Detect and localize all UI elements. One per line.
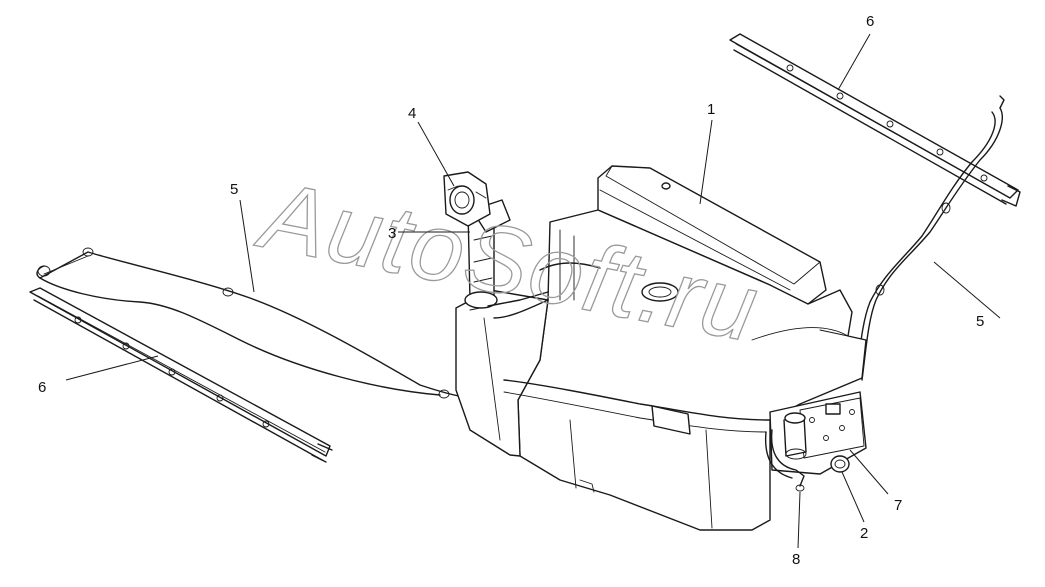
callout-4: 4 <box>408 105 416 122</box>
hose-connector <box>764 429 805 492</box>
callout-2: 2 <box>860 525 868 542</box>
left-mounting-bracket <box>29 287 333 463</box>
callout-6-left: 6 <box>38 379 46 396</box>
fuel-tank <box>455 165 867 531</box>
callout-6-right: 6 <box>866 13 874 30</box>
filler-neck <box>464 199 549 319</box>
callout-5-left: 5 <box>230 181 238 198</box>
callout-1: 1 <box>707 101 715 118</box>
callout-7: 7 <box>894 497 902 514</box>
callout-8: 8 <box>792 551 800 568</box>
leader-lines <box>65 33 1001 549</box>
callout-5-right: 5 <box>976 313 984 330</box>
right-mounting-bracket <box>729 33 1021 207</box>
drain-plug <box>830 455 850 473</box>
left-fuel-line <box>36 247 521 410</box>
fuel-filter <box>783 412 807 460</box>
filler-cap <box>443 171 491 227</box>
right-fuel-line <box>855 95 1005 381</box>
callout-3: 3 <box>388 225 396 242</box>
